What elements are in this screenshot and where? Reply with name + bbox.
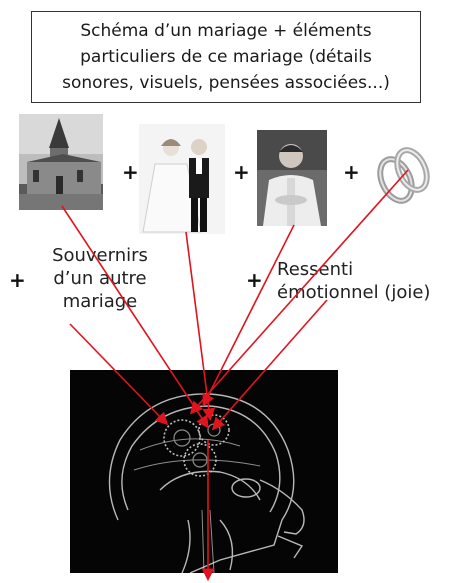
arrow-memories <box>70 324 166 423</box>
arrow-priest <box>204 225 294 404</box>
arrow-church <box>62 206 207 426</box>
arrow-feeling <box>214 300 327 428</box>
arrow-rings <box>192 170 408 412</box>
arrow-couple <box>186 232 210 418</box>
